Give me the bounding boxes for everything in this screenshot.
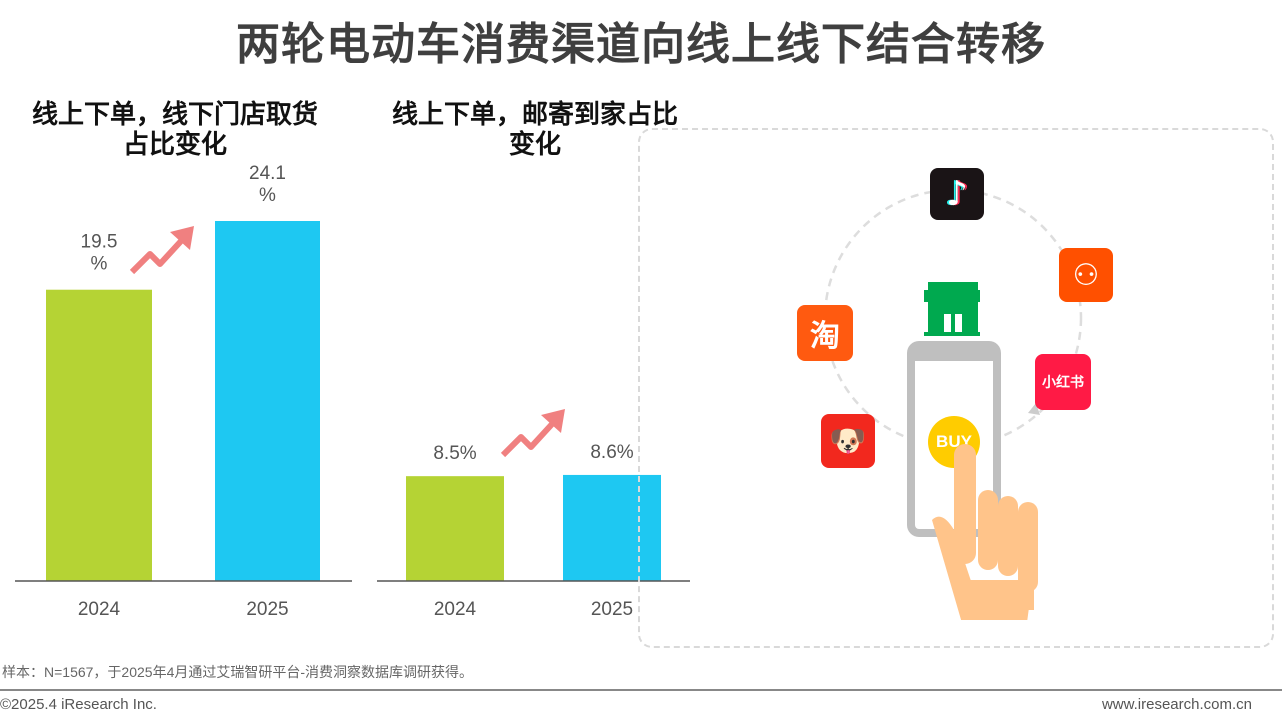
bar-charts: 19.5% 2024 24.1% 2025 8.5% 2024 8.6% 2025	[15, 163, 690, 620]
kuaishou-icon: ⚇	[1059, 248, 1113, 302]
xiaohongshu-icon: 小红书	[1035, 354, 1091, 410]
bar-2025	[215, 220, 320, 581]
data-label: 8.6%	[590, 442, 633, 463]
x-tick-label: 2025	[591, 599, 633, 620]
x-tick-label: 2025	[246, 599, 288, 620]
bar-2024	[46, 289, 152, 581]
page-title: 两轮电动车消费渠道向线上线下结合转移	[236, 19, 1046, 70]
data-label: 24.1	[249, 163, 286, 184]
x-tick-label: 2024	[78, 599, 121, 620]
sample-note: 样本：N=1567，于2025年4月通过艾瑞智研平台-消费洞察数据库调研获得。	[2, 664, 474, 680]
footer-divider	[0, 689, 1282, 691]
trend-arrowhead-icon	[170, 226, 194, 250]
data-label-unit: %	[259, 185, 276, 206]
data-label: 8.5%	[433, 443, 476, 464]
bar-2024	[406, 476, 504, 581]
trend-arrow-icon	[129, 237, 185, 275]
trend-arrowhead-icon	[541, 409, 565, 433]
website-link[interactable]: www.iresearch.com.cn	[1101, 696, 1252, 713]
chart-1-title: 线上下单，线下门店取货占比变化	[31, 100, 318, 160]
chart-2-title: 线上下单，邮寄到家占比变化	[391, 100, 678, 160]
data-label: 19.5	[81, 232, 118, 253]
store-icon	[924, 282, 980, 336]
trend-arrow-icon	[500, 420, 556, 458]
taobao-icon: 淘	[797, 305, 853, 361]
data-label-unit: %	[91, 254, 108, 275]
copyright: ©2025.4 iResearch Inc.	[0, 696, 157, 713]
bar-2025	[563, 474, 661, 581]
hand-icon	[932, 444, 1038, 620]
jd-icon: 🐶	[821, 414, 875, 468]
x-tick-label: 2024	[434, 599, 477, 620]
channels-illustration-panel: ♪ ⚇ 淘 小红书 🐶 BUY	[638, 128, 1274, 648]
douyin-icon: ♪	[930, 168, 984, 220]
